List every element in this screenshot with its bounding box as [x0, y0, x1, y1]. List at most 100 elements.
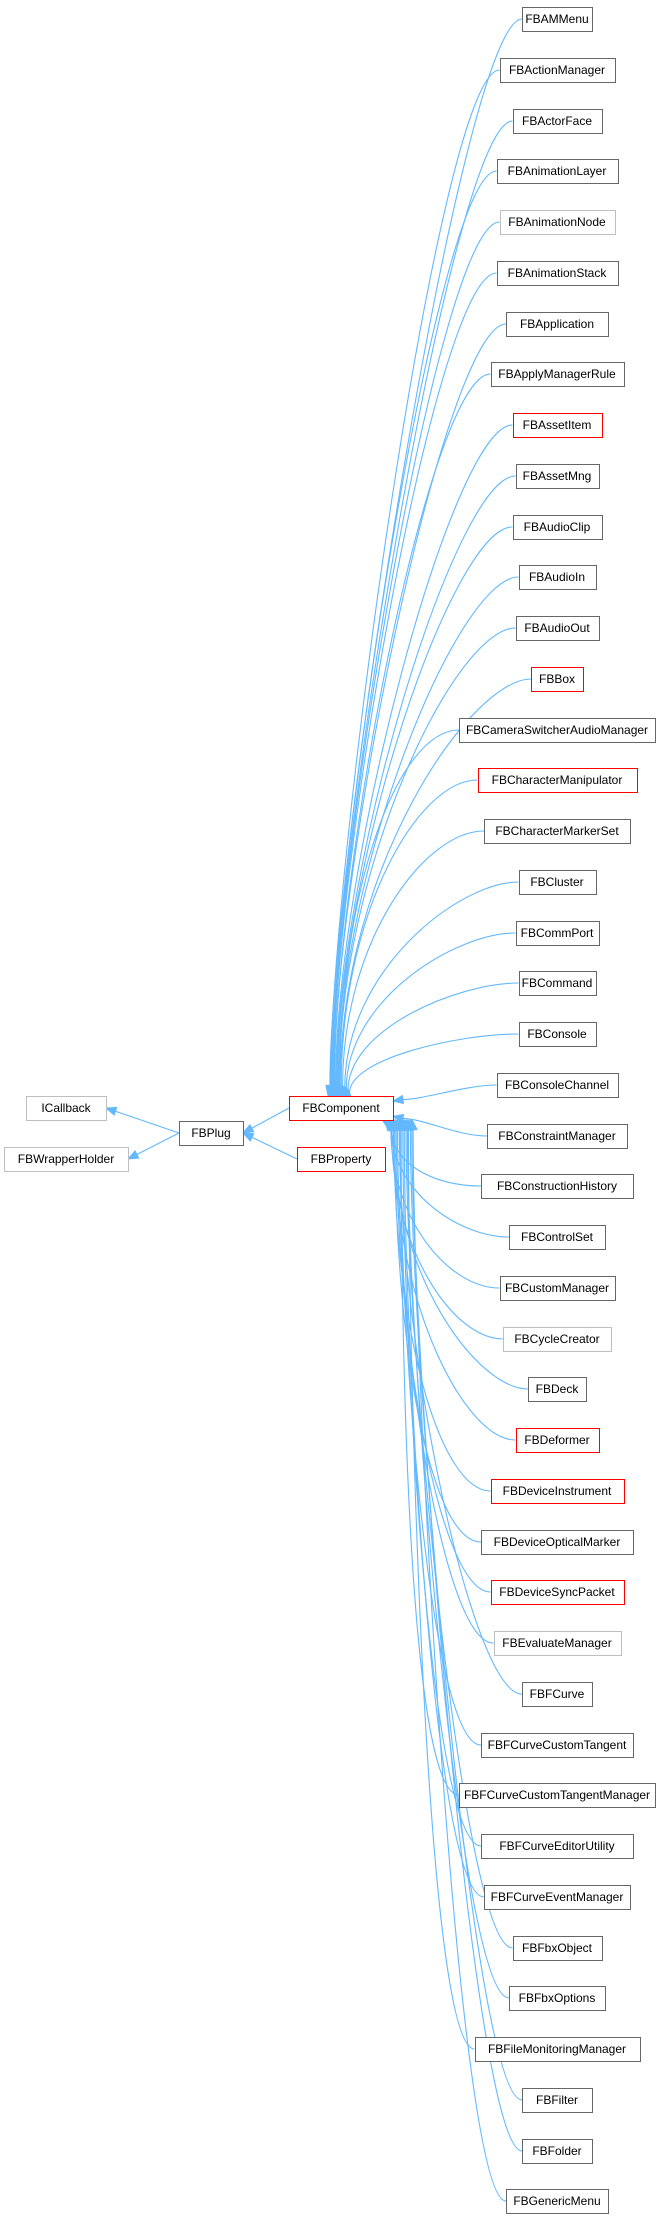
node-box	[500, 1276, 616, 1301]
node-fb-asset-item[interactable]: FBAssetItem	[513, 413, 603, 438]
node-fb-command[interactable]: FBCommand	[519, 971, 597, 996]
node-label: FBDeviceSyncPacket	[499, 1585, 615, 1599]
node-label: FBFCurveEditorUtility	[499, 1839, 614, 1853]
node-label: FBDeformer	[524, 1433, 589, 1447]
edge-fb-animation-layer-fbcomponent	[331, 170, 497, 1087]
edge-fb-construction-history-fbcomponent	[390, 1125, 482, 1187]
node-fb-custom-manager[interactable]: FBCustomManager	[500, 1276, 616, 1301]
node-fb-filter[interactable]: FBFilter	[522, 2088, 593, 2113]
node-label: FBPlug	[191, 1126, 230, 1140]
node-fb-property[interactable]: FBProperty	[297, 1147, 386, 1172]
node-fbf-curve-editor-utility[interactable]: FBFCurveEditorUtility	[481, 1834, 634, 1859]
node-fb-file-monitoring-manager[interactable]: FBFileMonitoringManager	[475, 2037, 641, 2062]
node-fb-wrapper-holder[interactable]: FBWrapperHolder	[4, 1147, 129, 1172]
node-fb-construction-history[interactable]: FBConstructionHistory	[481, 1174, 634, 1199]
node-fb-device-optical-marker[interactable]: FBDeviceOpticalMarker	[481, 1530, 634, 1555]
node-box	[497, 1073, 619, 1098]
node-fbf-curve-custom-tangent[interactable]: FBFCurveCustomTangent	[481, 1733, 634, 1758]
node-fb-folder[interactable]: FBFolder	[522, 2139, 593, 2164]
node-label: FBFilter	[536, 2093, 578, 2107]
node-label: FBAssetItem	[523, 418, 592, 432]
node-box	[500, 210, 616, 235]
node-label: FBCameraSwitcherAudioManager	[466, 723, 648, 737]
node-box	[519, 870, 597, 895]
node-label: FBActorFace	[522, 114, 592, 128]
edge-fb-device-sync-packet-fbcomponent	[395, 1129, 491, 1593]
node-fb-component[interactable]: FBComponent	[289, 1096, 394, 1121]
node-box	[491, 362, 625, 387]
node-fb-audio-clip[interactable]: FBAudioClip	[513, 515, 603, 540]
edge-fbf-curve-event-manager-fbcomponent	[403, 1129, 485, 1898]
node-box	[459, 1783, 656, 1808]
node-box	[478, 768, 638, 793]
node-fb-device-instrument[interactable]: FBDeviceInstrument	[491, 1479, 625, 1504]
node-label: FBCycleCreator	[514, 1332, 599, 1346]
node-box	[491, 1580, 625, 1605]
node-fb-cycle-creator[interactable]: FBCycleCreator	[503, 1327, 612, 1352]
node-box	[516, 464, 600, 489]
node-fbf-curve-custom-tangent-manager[interactable]: FBFCurveCustomTangentManager	[459, 1783, 656, 1808]
node-box	[289, 1096, 394, 1121]
node-fb-device-sync-packet[interactable]: FBDeviceSyncPacket	[491, 1580, 625, 1605]
node-fb-audio-out[interactable]: FBAudioOut	[516, 616, 600, 641]
node-fb-comm-port[interactable]: FBCommPort	[516, 921, 600, 946]
node-fb-action-manager[interactable]: FBActionManager	[500, 58, 616, 83]
node-fbam-menu[interactable]: FBAMMenu	[522, 7, 593, 32]
node-fb-console-channel[interactable]: FBConsoleChannel	[497, 1073, 619, 1098]
node-label: FBAnimationStack	[508, 266, 608, 280]
node-fb-deformer[interactable]: FBDeformer	[516, 1428, 600, 1453]
node-fb-generic-menu[interactable]: FBGenericMenu	[506, 2189, 609, 2214]
node-fb-deck[interactable]: FBDeck	[528, 1377, 587, 1402]
node-fbf-curve-event-manager[interactable]: FBFCurveEventManager	[484, 1885, 631, 1910]
node-fb-camera-switcher-audio-manager[interactable]: FBCameraSwitcherAudioManager	[459, 718, 656, 743]
node-fb-audio-in[interactable]: FBAudioIn	[519, 565, 597, 590]
node-fb-constraint-manager[interactable]: FBConstraintManager	[487, 1124, 628, 1149]
node-box	[513, 109, 603, 134]
node-fb-evaluate-manager[interactable]: FBEvaluateManager	[494, 1631, 622, 1656]
edge-fb-comm-port-fbcomponent	[345, 932, 516, 1090]
node-fb-fbx-object[interactable]: FBFbxObject	[513, 1936, 603, 1961]
node-box	[522, 2088, 593, 2113]
node-label: FBCustomManager	[505, 1281, 609, 1295]
node-fb-asset-mng[interactable]: FBAssetMng	[516, 464, 600, 489]
node-label: FBFCurve	[530, 1687, 585, 1701]
node-fb-apply-manager-rule[interactable]: FBApplyManagerRule	[491, 362, 625, 387]
node-fb-animation-node[interactable]: FBAnimationNode	[500, 210, 616, 235]
node-fb-actor-face[interactable]: FBActorFace	[513, 109, 603, 134]
node-label: FBGenericMenu	[513, 2194, 600, 2208]
node-box	[516, 1428, 600, 1453]
node-fbf-curve[interactable]: FBFCurve	[522, 1682, 593, 1707]
node-box	[484, 819, 631, 844]
edge-fbproperty-fbplug-arrow	[241, 1132, 255, 1142]
node-fb-control-set[interactable]: FBControlSet	[509, 1225, 606, 1250]
node-label: FBFileMonitoringManager	[488, 2042, 626, 2056]
edge-fb-generic-menu-fbcomponent	[412, 1129, 507, 2202]
edge-fb-command-fbcomponent	[347, 982, 519, 1091]
node-label: FBAudioClip	[524, 520, 591, 534]
node-label: FBControlSet	[521, 1230, 594, 1244]
edge-fb-audio-clip-fbcomponent	[336, 526, 513, 1087]
node-fb-animation-stack[interactable]: FBAnimationStack	[497, 261, 619, 286]
edge-fb-console-channel-fbcomponent	[402, 1084, 497, 1101]
node-fb-box[interactable]: FBBox	[531, 667, 584, 692]
node-box	[531, 667, 584, 692]
node-fb-plug[interactable]: FBPlug	[179, 1121, 244, 1146]
node-fb-application[interactable]: FBApplication	[506, 312, 609, 337]
node-label: FBFCurveCustomTangentManager	[464, 1788, 650, 1802]
node-box	[513, 515, 603, 540]
node-fb-fbx-options[interactable]: FBFbxOptions	[509, 1986, 606, 2011]
edge-fb-asset-item-fbcomponent	[334, 424, 513, 1087]
node-fb-character-marker-set[interactable]: FBCharacterMarkerSet	[484, 819, 631, 844]
edges-layer	[104, 18, 532, 2202]
node-fb-console[interactable]: FBConsole	[519, 1022, 597, 1047]
node-box	[522, 7, 593, 32]
node-fb-cluster[interactable]: FBCluster	[519, 870, 597, 895]
edge-fbf-curve-fbcomponent	[398, 1129, 523, 1695]
node-fb-character-manipulator[interactable]: FBCharacterManipulator	[478, 768, 638, 793]
edge-fbplug-icallback-arrow	[104, 1106, 118, 1116]
node-label: FBDeviceOpticalMarker	[494, 1535, 621, 1549]
node-label: FBConsole	[527, 1027, 587, 1041]
edge-fb-character-manipulator-fbcomponent	[340, 779, 478, 1087]
node-i-callback[interactable]: ICallback	[26, 1096, 107, 1121]
node-fb-animation-layer[interactable]: FBAnimationLayer	[497, 159, 619, 184]
